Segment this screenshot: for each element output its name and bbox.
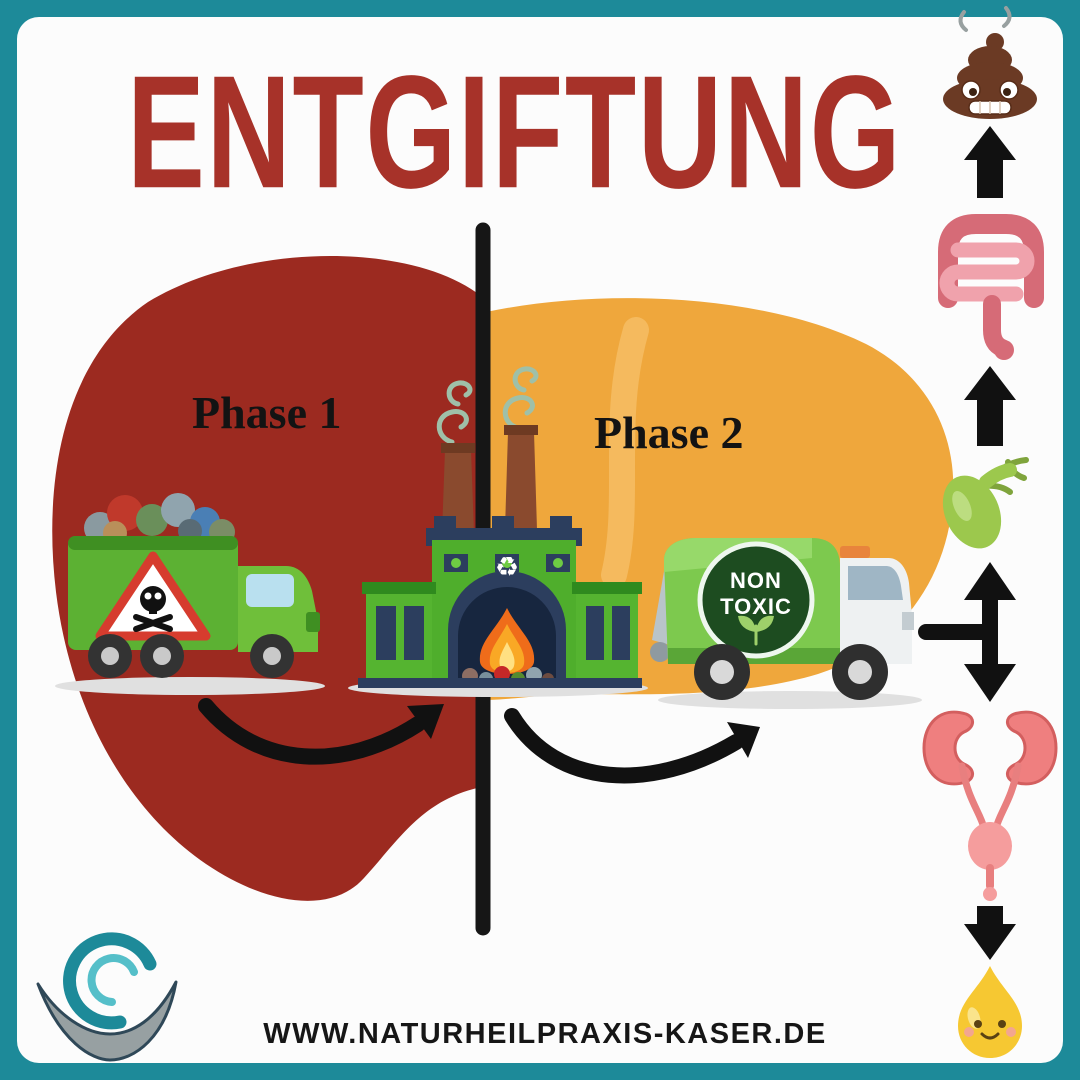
recycle-icon: ♻ (495, 552, 519, 582)
non-toxic-truck-icon: NON TOXIC (650, 538, 922, 709)
liver-highlight-streak (601, 317, 649, 588)
down-arrow-icon (964, 906, 1016, 960)
intestine-icon (938, 214, 1044, 360)
non-toxic-badge: NON TOXIC (697, 541, 815, 659)
phase2-label: Phase 2 (594, 407, 744, 458)
flow-arrow-phase2 (504, 708, 760, 784)
phase1-label: Phase 1 (192, 387, 342, 438)
kidneys-icon (922, 710, 1058, 901)
urine-drop-icon (958, 966, 1022, 1058)
gallbladder-icon (942, 457, 1029, 549)
toxic-waste-truck-icon (55, 493, 325, 695)
badge-line1: NON (730, 568, 782, 593)
page-title: ENTGIFTUNG (127, 42, 903, 222)
website-url: WWW.NATURHEILPRAXIS-KASER.DE (263, 1018, 827, 1050)
leaf-sprout-icon (738, 615, 774, 646)
incinerator-factory-icon: ♻ (348, 366, 648, 697)
furnace-fire (479, 608, 535, 674)
up-arrow-icon (964, 126, 1016, 198)
flow-arrow-phase1 (198, 698, 444, 765)
split-arrow-icon (918, 562, 1016, 702)
boat-wave-logo (36, 932, 178, 1062)
poop-icon (943, 6, 1037, 119)
smoke-swirls (436, 366, 539, 445)
up-arrow-icon (964, 366, 1016, 446)
badge-line2: TOXIC (720, 594, 792, 619)
